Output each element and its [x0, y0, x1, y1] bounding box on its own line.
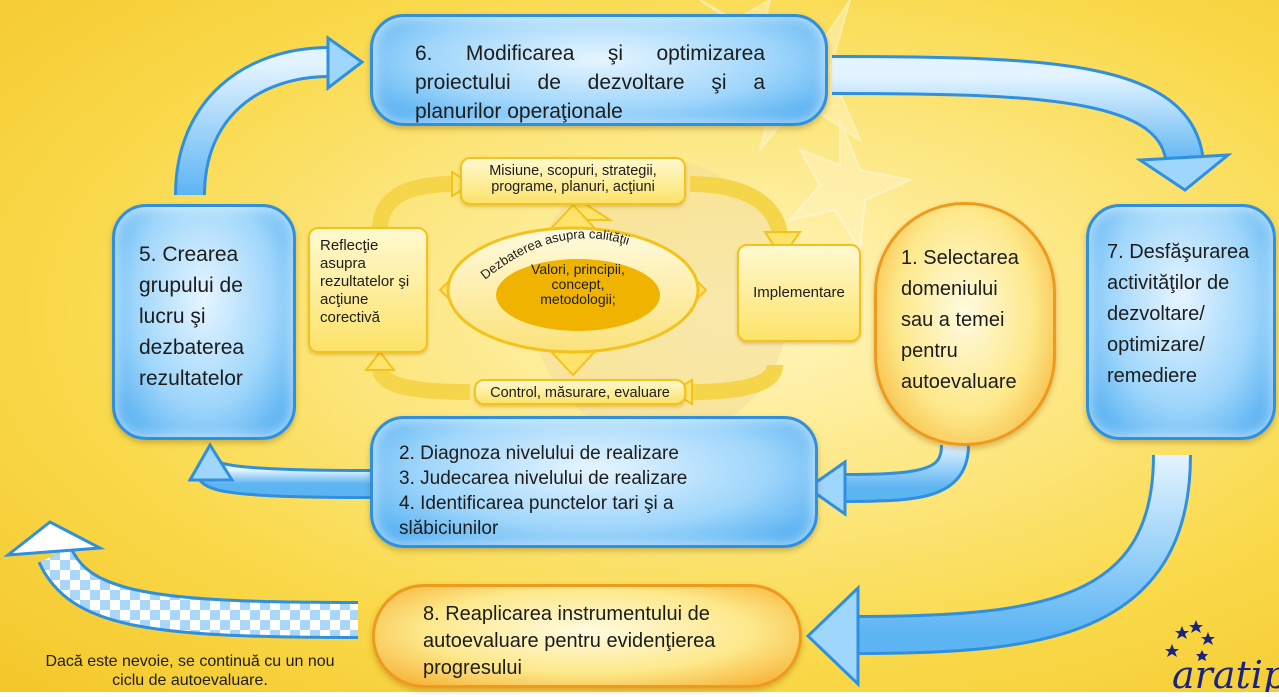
arrow-1-to-2-icon — [805, 444, 970, 517]
step-2-text: 2. Diagnoza nivelului de realizare — [399, 443, 679, 464]
step-5-box: 5. Crearea grupului de lucru şi dezbater… — [112, 204, 296, 440]
step-6-box: 6. Modificarea şi optimizarea proiectulu… — [370, 14, 828, 126]
logo: aratip — [1110, 618, 1279, 692]
inner-right-text: Implementare — [753, 284, 845, 301]
step-3-text: 3. Judecarea nivelului de realizare — [399, 468, 688, 489]
step-8-box: 8. Reaplicarea instrumentului de autoeva… — [372, 584, 802, 688]
step-1-text: 1. Selectarea domeniului sau a temei pen… — [901, 247, 1019, 393]
logo-text: aratip — [1172, 658, 1279, 692]
step-7-text: 7. Desfăşurarea activităţilor de dezvolt… — [1107, 241, 1250, 387]
inner-right-box: Implementare — [737, 244, 861, 342]
inner-left-text: Reflecţie asupra rezultatelor şi acţiune… — [320, 237, 410, 326]
step-1-box: 1. Selectarea domeniului sau a temei pen… — [874, 202, 1056, 446]
center-values-text: Valori, principii, concept, metodologii; — [531, 261, 625, 307]
new-cycle-arrow-icon — [3, 520, 359, 639]
steps-2-4-list: 2. Diagnoza nivelului de realizare 3. Ju… — [399, 441, 801, 541]
footnote-text: Dacă este nevoie, se continuă cu un nou … — [45, 653, 335, 689]
logo-stars-icon — [1165, 620, 1215, 661]
step-8-text: 8. Reaplicarea instrumentului de autoeva… — [423, 603, 716, 679]
step-6-text: 6. Modificarea şi optimizarea proiectulu… — [415, 42, 765, 123]
arrow-5-to-6-icon — [174, 35, 365, 196]
steps-2-4-box: 2. Diagnoza nivelului de realizare 3. Ju… — [370, 416, 818, 548]
inner-top-box: Misiune, scopuri, strategii, programe, p… — [460, 157, 686, 205]
inner-left-box: Reflecţie asupra rezultatelor şi acţiune… — [308, 227, 428, 353]
arrow-7-to-8-icon — [805, 454, 1192, 688]
inner-bottom-box: Control, măsurare, evaluare — [474, 379, 686, 405]
arrow-2-to-5-icon — [187, 442, 371, 499]
center-text: Valori, principii, concept, metodologii; — [520, 262, 636, 332]
footnote: Dacă este nevoie, se continuă cu un nou … — [40, 652, 340, 692]
inner-cycle-arrows-icon — [372, 176, 788, 400]
inner-top-text: Misiune, scopuri, strategii, programe, p… — [489, 163, 657, 195]
inner-bottom-text: Control, măsurare, evaluare — [490, 385, 670, 401]
step-7-box: 7. Desfăşurarea activităţilor de dezvolt… — [1086, 204, 1276, 440]
step-5-text: 5. Crearea grupului de lucru şi dezbater… — [139, 243, 245, 390]
step-4-text: 4. Identificarea punctelor tari şi a slă… — [399, 493, 674, 539]
arrow-6-to-7-icon — [831, 55, 1233, 192]
